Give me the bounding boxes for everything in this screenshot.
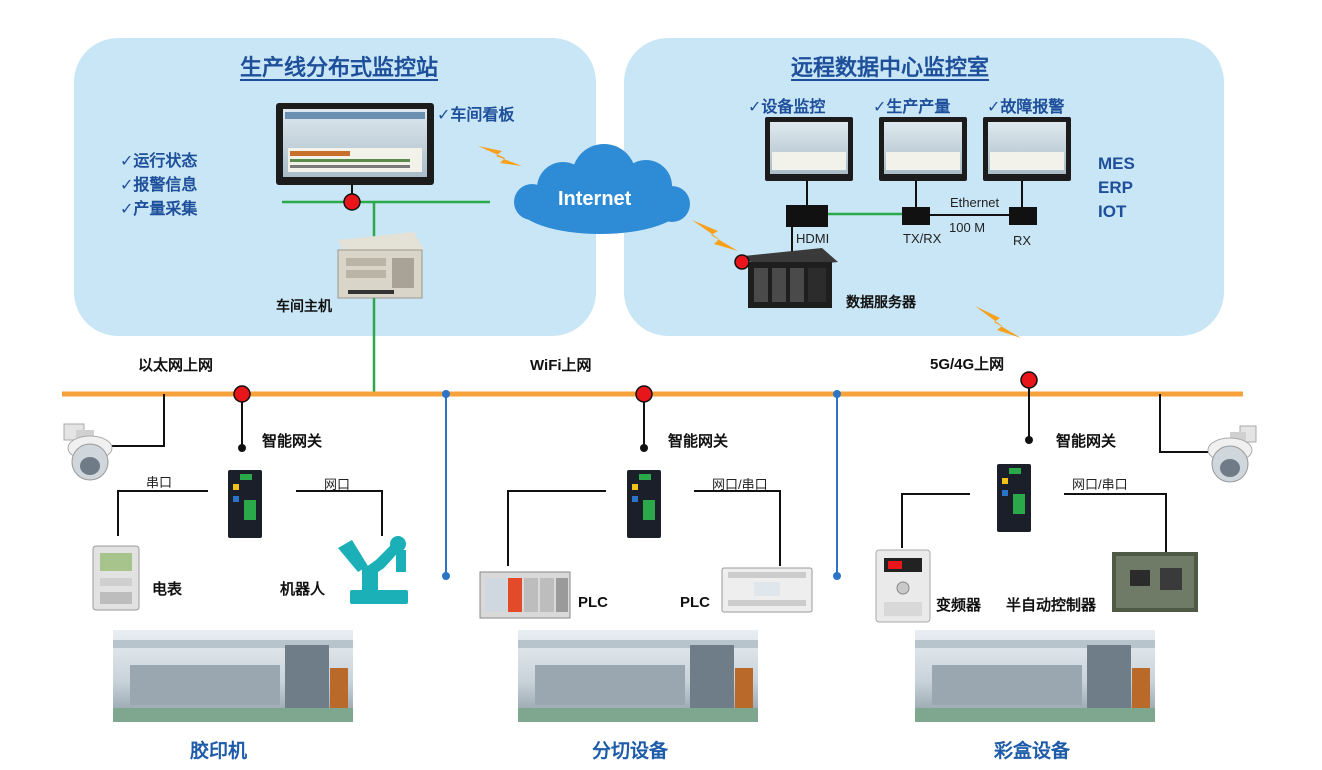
gateway-uplink-3 <box>1020 371 1038 444</box>
hdmi-label: HDMI <box>796 231 830 246</box>
production-line-photo-1 <box>113 630 353 722</box>
device-monitor-icon <box>765 117 853 181</box>
electric-meter-label: 电表 <box>152 581 183 598</box>
wireless-lightning-icon <box>692 220 738 251</box>
local-checklist: ✓运行状态 ✓报警信息 ✓产量采集 <box>120 150 197 222</box>
wifi-drop-node <box>442 572 450 580</box>
dome-camera-icon <box>63 423 113 481</box>
inverter-icon <box>875 549 931 623</box>
internet-label: Internet <box>558 188 632 210</box>
production-line-photo-3 <box>915 630 1155 722</box>
wireless-lightning-icon <box>975 306 1021 338</box>
production-line-photo-2 <box>518 630 758 722</box>
serial-port-label: 串口 <box>146 475 173 490</box>
speed-label: 100 M <box>949 220 986 235</box>
local-monitoring-panel <box>74 38 596 336</box>
compact-plc-icon <box>721 567 813 613</box>
system-item: ERP <box>1098 178 1133 197</box>
electric-meter-icon <box>92 545 140 611</box>
production-monitor-icon <box>879 117 967 181</box>
wifi-drop-node <box>442 390 450 398</box>
data-server-icon <box>744 248 838 308</box>
smart-gateway-icon <box>228 470 262 538</box>
workshop-board-monitor-icon <box>276 103 434 185</box>
serial-link <box>117 490 208 536</box>
gateway-label: 智能网关 <box>1056 433 1117 450</box>
checklist-item: ✓产量采集 <box>120 201 198 218</box>
local-panel-title: 生产线分布式监控站 <box>240 55 439 80</box>
alarm-monitor-icon <box>983 117 1071 181</box>
system-item: MES <box>1098 154 1135 173</box>
network-serial-link <box>694 490 781 566</box>
checklist-item: ✓报警信息 <box>120 177 198 194</box>
serial-link <box>901 493 970 548</box>
network-port-label: 网口 <box>324 477 351 492</box>
wifi-uplink-label: WiFi上网 <box>530 357 592 374</box>
semi-auto-controller-icon <box>1112 552 1198 612</box>
wifi-drop-node <box>833 390 841 398</box>
camera-link-left <box>106 394 165 447</box>
txrx-label: TX/RX <box>903 231 942 246</box>
server-node <box>734 254 750 270</box>
serial-link <box>507 490 606 566</box>
device-monitor-label: ✓设备监控 <box>748 99 826 116</box>
ethernet-uplink-label: 以太网上网 <box>138 357 214 374</box>
ethernet-label: Ethernet <box>950 195 1000 210</box>
cellular-uplink-label: 5G/4G上网 <box>930 356 1005 373</box>
wireless-lightning-icon <box>478 146 522 166</box>
production-line-name: 胶印机 <box>190 741 248 762</box>
alarm-monitor-label: ✓故障报警 <box>987 99 1065 116</box>
network-serial-port-label: 网口/串口 <box>1072 477 1128 492</box>
local-lan-node <box>343 193 361 211</box>
gateway-label: 智能网关 <box>668 433 729 450</box>
production-line-name: 彩盒设备 <box>994 741 1071 762</box>
camera-link-right <box>1159 394 1216 453</box>
workshop-board-label: ✓车间看板 <box>437 107 515 124</box>
dome-camera-icon <box>1207 425 1257 483</box>
workshop-host-label: 车间主机 <box>276 298 332 314</box>
production-line-name: 分切设备 <box>592 741 669 762</box>
network-serial-link <box>1064 493 1167 552</box>
plc-label: PLC <box>680 594 710 611</box>
remote-panel-title: 远程数据中心监控室 <box>791 55 990 80</box>
system-item: IOT <box>1098 202 1127 221</box>
systems-list: MES ERP IOT <box>1098 152 1135 224</box>
txrx-converter-icon <box>902 207 930 225</box>
robot-label: 机器人 <box>280 581 326 598</box>
workshop-host-icon <box>337 232 424 299</box>
gateway-uplink-2 <box>635 385 653 452</box>
robot-arm-icon <box>338 536 408 604</box>
gateway-uplink-1 <box>233 385 251 452</box>
rx-converter-icon <box>1009 207 1037 225</box>
hdmi-converter-icon <box>786 205 828 227</box>
gateway-label: 智能网关 <box>262 433 323 450</box>
inverter-label: 变频器 <box>936 597 982 614</box>
plc-label: PLC <box>578 594 608 611</box>
plc-rack-icon <box>479 571 571 619</box>
data-server-label: 数据服务器 <box>846 294 916 310</box>
production-monitor-label: ✓生产产量 <box>873 99 951 116</box>
semi-auto-controller-label: 半自动控制器 <box>1006 597 1097 614</box>
checklist-item: ✓运行状态 <box>120 153 198 170</box>
smart-gateway-icon <box>997 464 1031 532</box>
network-link <box>296 490 383 536</box>
rx-label: RX <box>1013 233 1032 248</box>
wifi-drop-node <box>833 572 841 580</box>
network-serial-port-label: 网口/串口 <box>712 477 768 492</box>
internet-cloud-icon <box>514 144 690 234</box>
smart-gateway-icon <box>627 470 661 538</box>
